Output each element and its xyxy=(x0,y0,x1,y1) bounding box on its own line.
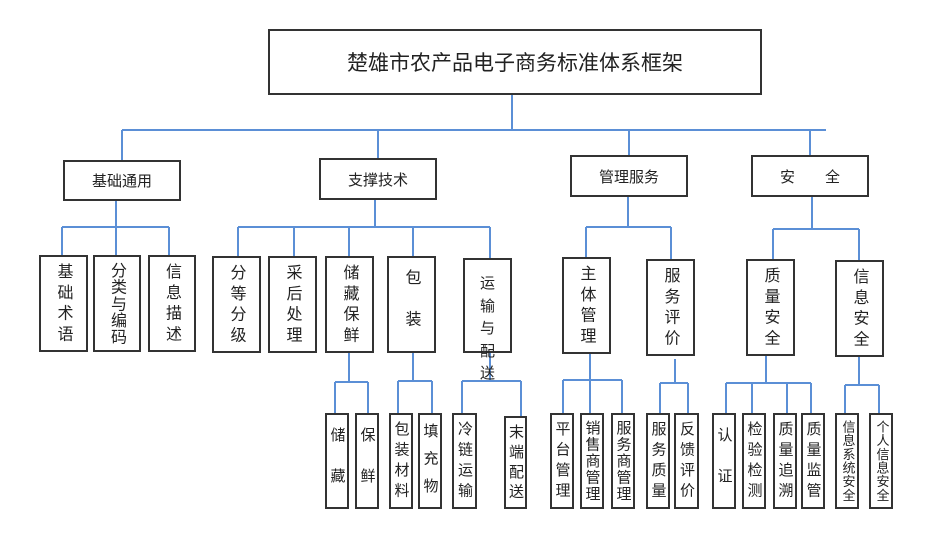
category-label: 安 全 xyxy=(779,167,840,186)
leaf-label: 末端配送 xyxy=(507,424,525,504)
subcategory-box: 服务评价 xyxy=(646,259,695,356)
leaf-box: 认证 xyxy=(712,413,736,509)
leaf-box: 服务商管理 xyxy=(611,413,635,509)
leaf-box: 反馈评价 xyxy=(674,413,699,509)
subcategory-box: 分类与编码 xyxy=(93,255,141,352)
subcategory-label: 储藏保鲜 xyxy=(340,264,360,348)
subcategory-label: 分类与编码 xyxy=(108,262,127,346)
leaf-box: 平台管理 xyxy=(550,413,574,509)
subcategory-label: 信息安全 xyxy=(850,268,870,352)
leaf-box: 包装材料 xyxy=(389,413,413,509)
subcategory-label: 采后处理 xyxy=(283,264,303,348)
leaf-label: 服务质量 xyxy=(649,421,668,504)
subcategory-label: 主体管理 xyxy=(577,265,597,349)
leaf-label: 填充物 xyxy=(421,423,440,506)
leaf-label: 销售商管理 xyxy=(583,420,602,503)
leaf-label: 储藏 xyxy=(328,426,347,509)
leaf-label: 认证 xyxy=(715,426,734,509)
leaf-label: 平台管理 xyxy=(553,421,572,504)
leaf-label: 质量追溯 xyxy=(776,421,795,504)
leaf-label: 反馈评价 xyxy=(678,421,696,504)
leaf-label: 质量监管 xyxy=(804,421,823,504)
leaf-box: 保鲜 xyxy=(355,413,379,509)
leaf-label: 服务商管理 xyxy=(614,420,633,503)
subcategory-label: 服务评价 xyxy=(661,267,681,351)
subcategory-box: 基础术语 xyxy=(39,255,88,352)
leaf-box: 服务质量 xyxy=(646,413,670,509)
category-box: 支撑技术 xyxy=(319,158,437,200)
subcategory-label: 包装 xyxy=(402,269,422,353)
subcategory-box: 包装 xyxy=(387,256,436,353)
subcategory-label: 运输与配送 xyxy=(479,274,495,382)
subcategory-box: 信息描述 xyxy=(148,255,196,352)
leaf-box: 个人信息安全 xyxy=(869,413,893,509)
category-box: 基础通用 xyxy=(63,160,181,201)
leaf-box: 储藏 xyxy=(325,413,349,509)
leaf-box: 冷链运输 xyxy=(452,413,477,509)
root-title: 楚雄市农产品电子商务标准体系框架 xyxy=(347,51,683,75)
category-label: 支撑技术 xyxy=(347,170,408,189)
subcategory-label: 基础术语 xyxy=(54,263,74,347)
subcategory-label: 分等分级 xyxy=(227,264,247,348)
leaf-label: 个人信息安全 xyxy=(873,420,889,503)
subcategory-label: 质量安全 xyxy=(761,267,781,351)
leaf-box: 信息系统安全 xyxy=(835,413,859,509)
subcategory-box: 采后处理 xyxy=(268,256,317,353)
category-box: 安 全 xyxy=(751,155,869,197)
leaf-label: 信息系统安全 xyxy=(839,420,855,503)
leaf-box: 质量追溯 xyxy=(773,413,797,509)
leaf-label: 冷链运输 xyxy=(456,421,474,504)
leaf-box: 质量监管 xyxy=(801,413,825,509)
subcategory-box: 储藏保鲜 xyxy=(325,256,374,353)
subcategory-label: 信息描述 xyxy=(163,263,182,347)
leaf-label: 保鲜 xyxy=(358,426,377,509)
category-label: 基础通用 xyxy=(91,172,152,190)
leaf-label: 包装材料 xyxy=(392,421,411,504)
leaf-box: 检验检测 xyxy=(742,413,766,509)
leaf-box: 销售商管理 xyxy=(580,413,604,509)
subcategory-box: 分等分级 xyxy=(212,256,261,353)
subcategory-box: 质量安全 xyxy=(746,259,795,356)
subcategory-box: 主体管理 xyxy=(562,257,611,354)
leaf-label: 检验检测 xyxy=(745,421,764,504)
subcategory-box: 运输与配送 xyxy=(463,258,512,382)
category-label: 管理服务 xyxy=(598,167,659,186)
leaf-box: 末端配送 xyxy=(504,416,527,509)
root-title-box: 楚雄市农产品电子商务标准体系框架 xyxy=(268,29,762,95)
subcategory-box: 信息安全 xyxy=(835,260,884,357)
leaf-box: 填充物 xyxy=(418,413,442,509)
category-box: 管理服务 xyxy=(570,155,688,197)
